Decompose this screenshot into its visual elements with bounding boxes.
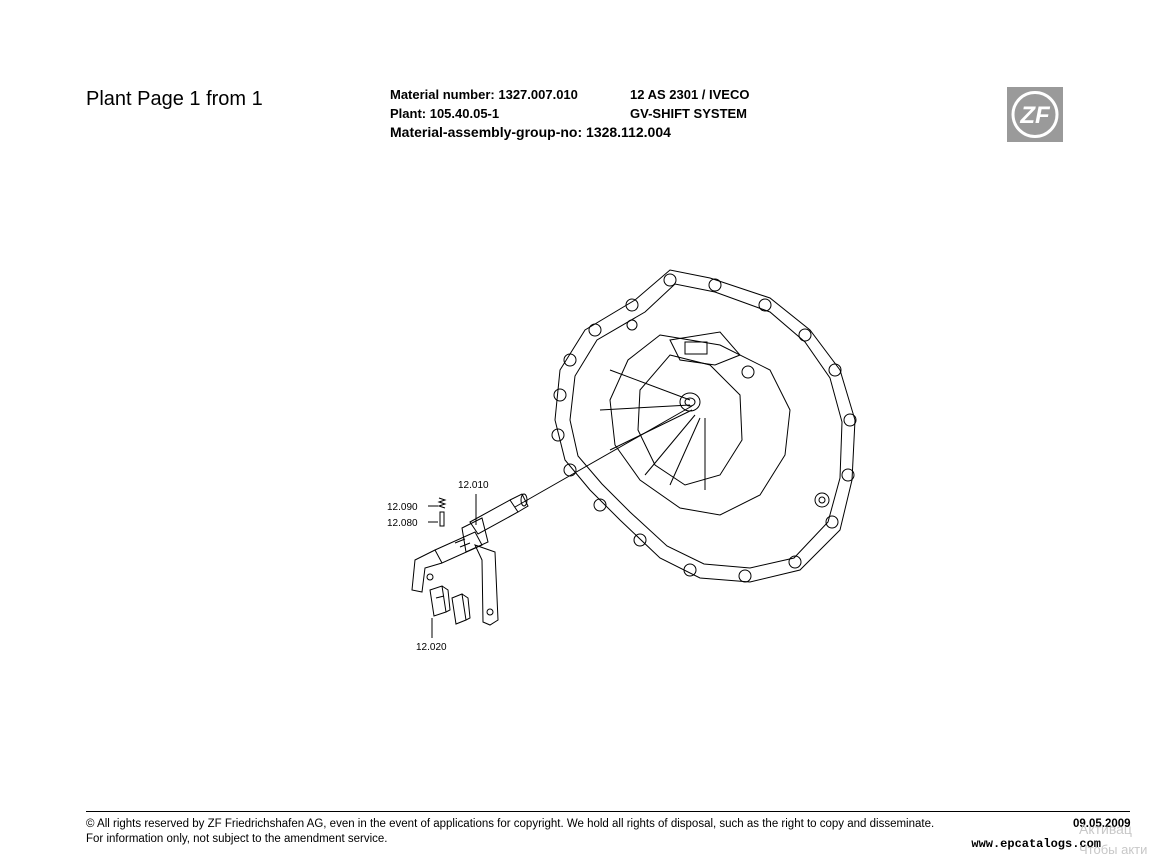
copyright-notice: © All rights reserved by ZF Friedrichsha… [86,818,935,830]
callout-12-010: 12.010 [458,480,489,491]
assembly-group-number: Material-assembly-group-no: 1328.112.004 [390,124,671,140]
activation-watermark-line2: Чтобы акти [1079,842,1148,857]
zf-logo-text: ZF [1019,102,1051,129]
page-title: Plant Page 1 from 1 [86,88,263,110]
zf-logo: ZF [1007,87,1063,142]
callout-12-020: 12.020 [416,642,447,653]
shift-rail-axis [514,405,693,508]
sliding-blocks-part [429,585,471,625]
document-date: 09.05.2009 [1073,818,1131,830]
material-number: Material number: 1327.007.010 [390,87,578,102]
system-name: GV-SHIFT SYSTEM [630,106,748,121]
callout-12-090: 12.090 [387,502,418,513]
shift-fork-part [411,493,529,626]
transmission-housing-drawing [551,269,857,583]
info-notice: For information only, not subject to the… [86,833,388,845]
activation-watermark-line1: Активац [1079,821,1132,837]
model-name: 12 AS 2301 / IVECO [630,87,750,102]
website-link[interactable]: www.epcatalogs.com [971,837,1101,851]
exploded-parts-drawing: 12.010 12.090 12.080 12.020 [370,260,870,665]
plant-number: Plant: 105.40.05-1 [390,106,500,121]
callout-12-080: 12.080 [387,518,418,529]
footer-divider [86,811,1130,812]
